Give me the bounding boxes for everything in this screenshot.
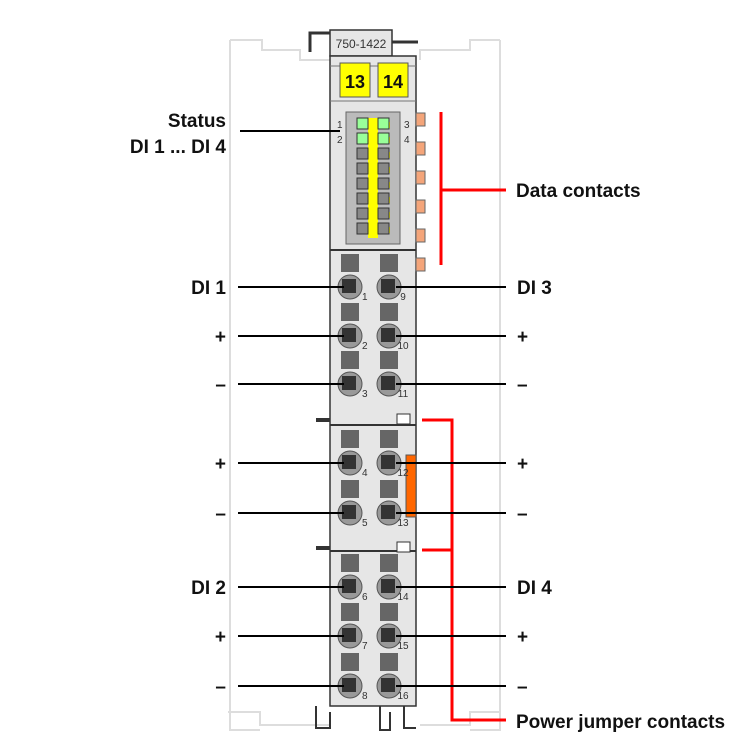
left-terminal-label: +: [215, 454, 226, 475]
right-terminal-label: –: [517, 375, 528, 396]
status-led: [377, 147, 390, 160]
data-contact: [415, 170, 426, 185]
pin-number: 15: [397, 641, 409, 652]
status-led: [356, 177, 369, 190]
pin-number: 12: [397, 468, 409, 479]
pin-number: 13: [397, 518, 409, 529]
status-led: [377, 117, 390, 130]
release-button[interactable]: [380, 603, 398, 621]
status-led: [377, 222, 390, 235]
pin-number: 2: [362, 341, 368, 352]
release-button[interactable]: [341, 303, 359, 321]
pin-number: 5: [362, 518, 368, 529]
status-led: [356, 207, 369, 220]
led-label: 1: [337, 120, 343, 131]
release-button[interactable]: [341, 653, 359, 671]
status-led: [356, 117, 369, 130]
slot-left: 13: [345, 72, 365, 92]
power-jumper-label: Power jumper contacts: [516, 712, 725, 733]
status-led: [356, 222, 369, 235]
data-contact: [415, 199, 426, 214]
left-terminal-label: +: [215, 327, 226, 348]
status-led: [377, 207, 390, 220]
release-button[interactable]: [341, 554, 359, 572]
release-button[interactable]: [341, 430, 359, 448]
data-contact: [415, 257, 426, 272]
pin-number: 7: [362, 641, 368, 652]
status-led: [356, 132, 369, 145]
right-terminal-label: –: [517, 504, 528, 525]
release-button[interactable]: [380, 480, 398, 498]
neighbor-outlines: [228, 39, 501, 731]
terminals: 1 9 2 10 3 11 4 12 5 13 6 14 7 15 8 16: [337, 254, 409, 702]
left-terminal-label: –: [215, 375, 226, 396]
pin-number: 8: [362, 691, 368, 702]
pin-number: 6: [362, 592, 368, 603]
release-button[interactable]: [380, 430, 398, 448]
part-number: 750-1422: [336, 37, 387, 51]
led-label: 2: [337, 135, 343, 146]
release-button[interactable]: [341, 603, 359, 621]
pin-number: 9: [400, 292, 406, 303]
release-button[interactable]: [341, 480, 359, 498]
pin-number: 16: [397, 691, 409, 702]
led-label: 4: [404, 135, 410, 146]
status-led: [356, 162, 369, 175]
led-group: [356, 117, 390, 238]
left-terminal-label: –: [215, 677, 226, 698]
left-terminal-label: DI 1: [191, 278, 226, 299]
release-button[interactable]: [380, 554, 398, 572]
release-button[interactable]: [380, 303, 398, 321]
pin-number: 11: [398, 389, 409, 400]
right-terminal-label: DI 3: [517, 278, 552, 299]
release-button[interactable]: [380, 254, 398, 272]
left-terminal-label: +: [215, 627, 226, 648]
data-contacts-label: Data contacts: [516, 181, 641, 202]
release-button[interactable]: [380, 653, 398, 671]
status-led: [377, 162, 390, 175]
right-terminal-label: –: [517, 677, 528, 698]
pin-number: 10: [397, 341, 409, 352]
right-terminal-label: +: [517, 327, 528, 348]
right-terminal-label: +: [517, 454, 528, 475]
pin-number: 3: [362, 389, 368, 400]
led-label: 3: [404, 120, 410, 131]
status-led: [377, 132, 390, 145]
right-terminal-label: DI 4: [517, 578, 552, 599]
pin-number: 1: [362, 292, 368, 303]
status-led: [377, 192, 390, 205]
slot-box-left: [339, 62, 371, 98]
data-contact: [415, 141, 426, 156]
slot-right: 14: [383, 72, 403, 92]
left-terminal-label: DI 2: [191, 578, 226, 599]
data-contact: [415, 228, 426, 243]
part-number-box: [329, 29, 393, 57]
data-contact: [415, 112, 426, 127]
status-led: [356, 192, 369, 205]
right-terminal-label: +: [517, 627, 528, 648]
status-led: [356, 147, 369, 160]
pin-number: 14: [397, 592, 409, 603]
data-contacts: [415, 112, 426, 272]
power-jumper-contact: [405, 454, 417, 518]
slot-box-right: [377, 62, 409, 98]
release-button[interactable]: [380, 351, 398, 369]
status-label: Status: [168, 111, 226, 132]
pin-number: 4: [362, 468, 368, 479]
left-terminal-label: –: [215, 504, 226, 525]
bottom-latch: [315, 706, 416, 731]
release-button[interactable]: [341, 254, 359, 272]
status-label-di: DI 1 ... DI 4: [130, 137, 227, 158]
status-led: [377, 177, 390, 190]
release-button[interactable]: [341, 351, 359, 369]
